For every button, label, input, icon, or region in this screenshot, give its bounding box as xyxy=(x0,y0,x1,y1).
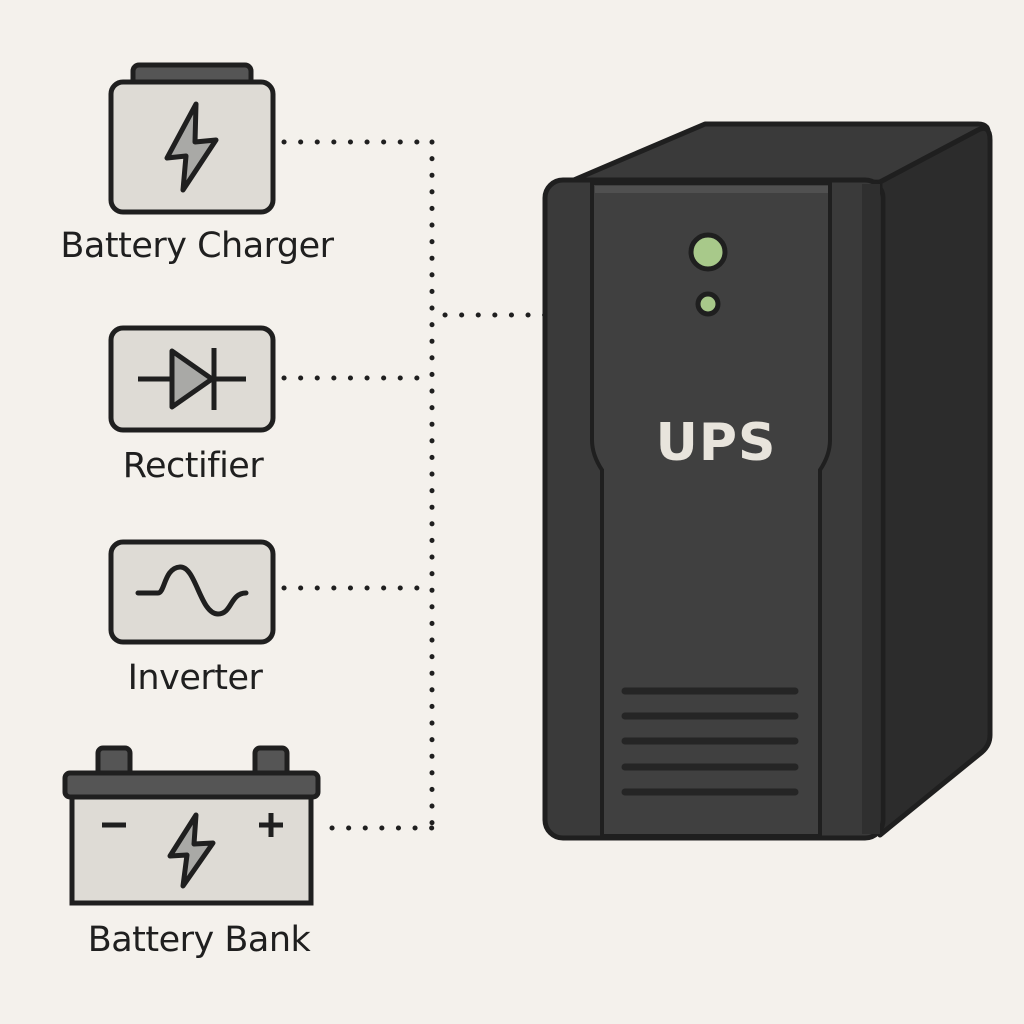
ups-label: UPS xyxy=(655,413,777,473)
inverter-body xyxy=(108,539,276,645)
rectifier-label: Rectifier xyxy=(122,446,264,486)
ups-side-face xyxy=(877,125,993,838)
inverter-component[interactable] xyxy=(108,539,276,645)
inverter-label: Inverter xyxy=(127,658,263,698)
connector-lines xyxy=(281,139,548,831)
battery-bank-component[interactable] xyxy=(62,745,321,906)
rectifier-component[interactable] xyxy=(108,325,276,433)
ups-front-panel xyxy=(590,181,832,838)
power-led xyxy=(688,232,728,272)
status-led xyxy=(695,291,721,317)
plus-icon xyxy=(259,813,283,837)
battery-charger-label: Battery Charger xyxy=(60,226,334,266)
battery-bank-label: Battery Bank xyxy=(87,920,311,960)
ups-front-right-strip xyxy=(862,184,880,834)
lightning-bolt-icon xyxy=(167,812,216,889)
battery-lid xyxy=(62,770,321,800)
sine-wave-icon xyxy=(135,564,249,617)
vent-slots xyxy=(621,687,799,796)
lightning-bolt-icon xyxy=(164,101,219,193)
diode-icon xyxy=(138,348,246,410)
ups-unit[interactable] xyxy=(542,121,993,841)
battery-charger-component[interactable] xyxy=(108,62,276,215)
ups-panel-highlight xyxy=(595,186,828,193)
